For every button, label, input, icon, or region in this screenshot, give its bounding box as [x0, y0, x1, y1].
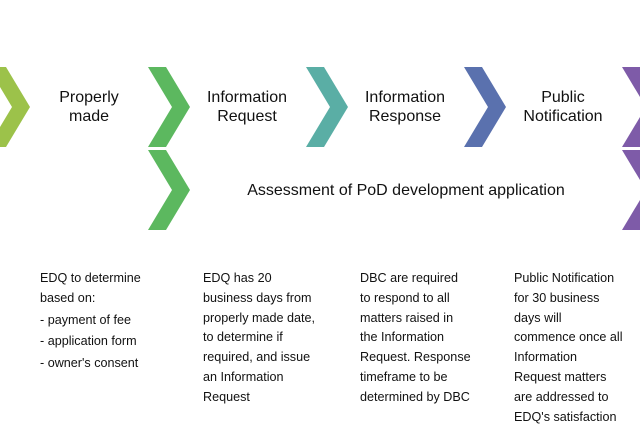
description-public-notification: Public Notification for 30 business days…	[514, 269, 623, 427]
chevron-green-assessment-start	[148, 150, 190, 230]
step-label: Notification	[523, 108, 603, 125]
description-line: days will	[514, 310, 562, 325]
description-line: required, and issue	[203, 350, 311, 365]
description-line: are addressed to	[514, 389, 609, 404]
description-line: to determine if	[203, 330, 283, 345]
description-line: Request matters	[514, 369, 607, 384]
description-line: commence once all	[514, 330, 623, 345]
chevron-purple-assessment-end	[622, 150, 640, 230]
step-label: made	[68, 108, 110, 125]
description-line: Request. Response	[360, 350, 471, 365]
description-line: to respond to all	[360, 290, 450, 305]
step-public-notification: Public Notification	[498, 88, 628, 126]
description-line: determined by DBC	[360, 389, 470, 404]
chevron-yellow-green	[0, 67, 30, 147]
description-line: based on:	[40, 290, 96, 305]
chevron-green-properly-made	[148, 67, 190, 147]
description-line: properly made date,	[203, 310, 316, 325]
description-properly-made: EDQ to determine based on: - payment of …	[40, 269, 141, 374]
description-line: an Information	[203, 369, 284, 384]
bullet-item: - owner's consent	[40, 356, 139, 371]
step-label: Request	[217, 108, 277, 125]
chevron-teal-information-request	[306, 67, 348, 147]
step-information-request: Information Request	[182, 88, 312, 126]
step-label: Response	[368, 108, 442, 125]
description-line: Request	[203, 389, 250, 404]
chevron-blue-information-response	[464, 67, 506, 147]
description-line: DBC are required	[360, 271, 458, 285]
chevron-purple-public-notification	[622, 67, 640, 147]
description-line: for 30 business	[514, 290, 600, 305]
bullet-item: - payment of fee	[40, 312, 132, 327]
step-information-response: Information Response	[340, 88, 470, 126]
description-line: business days from	[203, 290, 312, 305]
description-information-response: DBC are required to respond to all matte…	[360, 269, 471, 408]
description-line: EDQ to determine	[40, 271, 141, 285]
description-line: matters raised in	[360, 310, 454, 325]
description-line: the Information	[360, 330, 445, 345]
step-label: Public	[541, 89, 585, 106]
description-line: timeframe to be	[360, 369, 448, 384]
step-label: Information	[206, 89, 288, 106]
description-line: Public Notification	[514, 271, 615, 285]
description-line: Information	[514, 350, 577, 365]
description-information-request: EDQ has 20 business days from properly m…	[203, 269, 315, 408]
bullet-item: - application form	[40, 334, 137, 349]
description-line: EDQ has 20	[203, 271, 272, 285]
description-line: EDQ's satisfaction	[514, 409, 617, 424]
assessment-label: Assessment of PoD development applicatio…	[247, 182, 565, 199]
step-properly-made: Properly made	[24, 88, 154, 126]
step-label: Information	[364, 89, 446, 106]
step-label: Properly	[59, 89, 119, 106]
